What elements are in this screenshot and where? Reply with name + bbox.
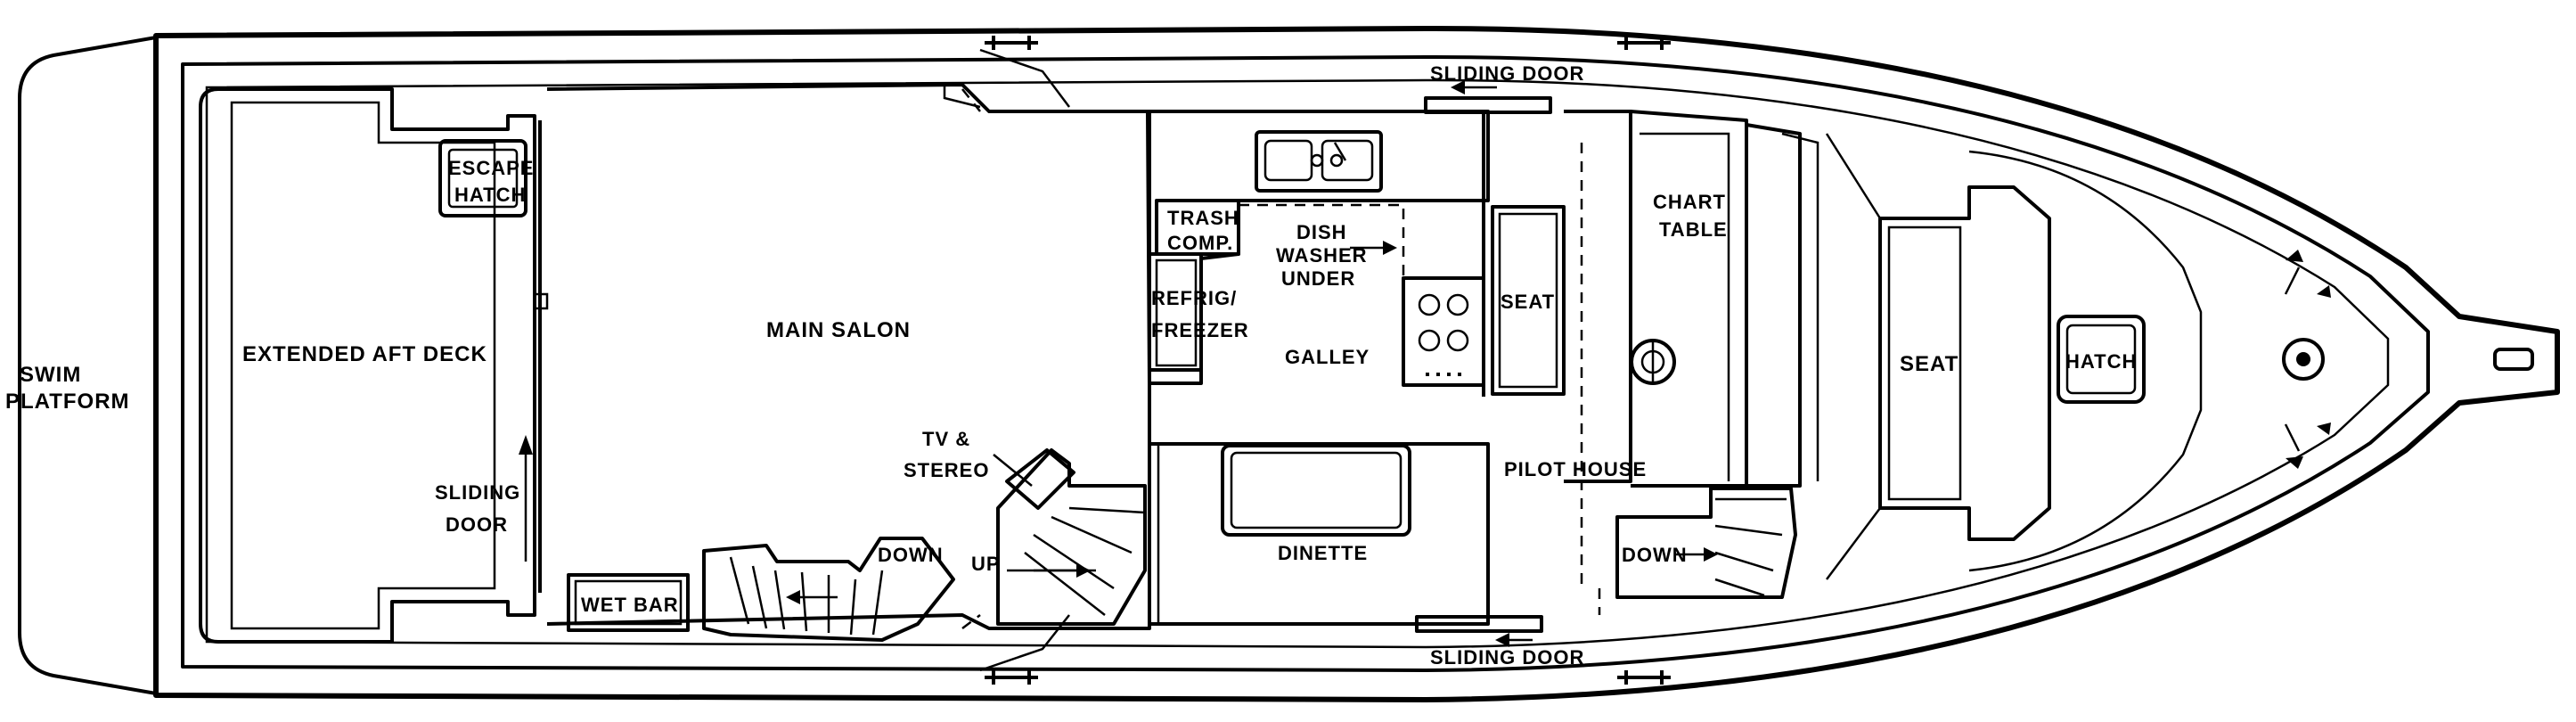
label-aft-deck: EXTENDED AFT DECK xyxy=(242,342,487,366)
aft-deck xyxy=(199,87,549,644)
dinette xyxy=(1148,442,1490,626)
hull xyxy=(153,25,2560,702)
sliding-door-top xyxy=(1424,80,1552,114)
label-sliding-door-aft-2: DOOR xyxy=(446,513,508,536)
stairs-down-aft xyxy=(702,537,955,642)
label-refrig-2: FREEZER xyxy=(1151,319,1249,341)
sliding-door-bottom xyxy=(1415,615,1543,647)
label-refrig-1: REFRIG/ xyxy=(1151,287,1237,309)
label-dinette: DINETTE xyxy=(1278,542,1368,564)
galley xyxy=(1146,110,1490,397)
cleat-symbols xyxy=(961,36,1671,685)
label-dishwasher-1: DISH xyxy=(1296,221,1347,243)
label-sliding-door-top: SLIDING DOOR xyxy=(1430,62,1584,85)
label-seat-pilot: SEAT xyxy=(1501,291,1555,313)
label-trash-1: TRASH xyxy=(1167,207,1239,229)
label-wet-bar: WET BAR xyxy=(581,594,679,616)
label-tv-stereo-1: TV & xyxy=(922,428,970,450)
wet-bar xyxy=(567,573,690,632)
label-down-forward: DOWN xyxy=(1622,544,1688,566)
label-hatch: HATCH xyxy=(2065,350,2137,373)
pilot-house xyxy=(1564,110,1820,615)
main-salon xyxy=(546,83,1151,630)
label-up: UP xyxy=(971,553,1001,575)
pilot-seat xyxy=(1491,205,1566,396)
label-tv-stereo-2: STEREO xyxy=(904,459,989,481)
label-swim-platform-2: PLATFORM xyxy=(5,390,130,414)
label-galley: GALLEY xyxy=(1285,346,1370,368)
stairs-up xyxy=(993,448,1147,626)
label-dishwasher-2: WASHER xyxy=(1276,244,1368,267)
label-escape-hatch-2: HATCH xyxy=(454,184,526,206)
label-sliding-door-bottom: SLIDING DOOR xyxy=(1430,646,1584,669)
label-chart-2: TABLE xyxy=(1659,218,1728,241)
label-trash-2: COMP. xyxy=(1167,232,1233,254)
bow-anchor xyxy=(2282,250,2534,469)
label-dishwasher-3: UNDER xyxy=(1281,267,1355,290)
label-sliding-door-aft-1: SLIDING xyxy=(435,481,520,504)
label-escape-hatch-1: ESCAPE xyxy=(448,157,534,179)
forward-cabin xyxy=(1825,133,2203,580)
swim-platform xyxy=(18,36,157,695)
label-main-salon: MAIN SALON xyxy=(766,318,911,342)
label-swim-platform-1: SWIM xyxy=(20,363,81,387)
room-labels: SWIM PLATFORM EXTENDED AFT DECK ESCAPE H… xyxy=(5,62,2137,669)
label-pilot-house: PILOT HOUSE xyxy=(1504,458,1647,480)
label-down-aft: DOWN xyxy=(878,544,944,566)
label-chart-1: CHART xyxy=(1653,191,1726,213)
label-seat-bow: SEAT xyxy=(1900,352,1959,376)
